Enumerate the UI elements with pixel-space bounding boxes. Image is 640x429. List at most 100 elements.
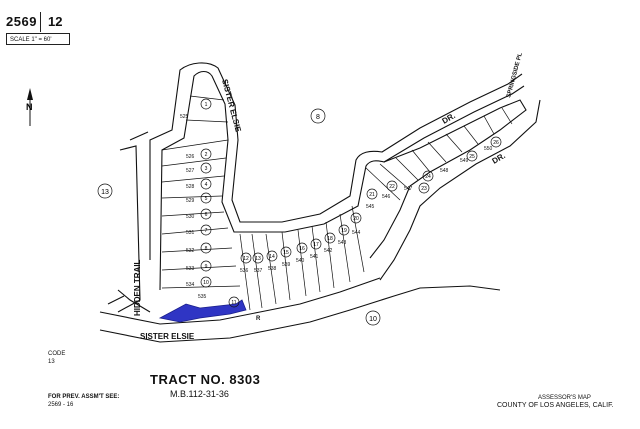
scale-label: SCALE 1" = 60' xyxy=(6,33,70,45)
svg-text:18: 18 xyxy=(327,236,333,242)
lot-number: 528 xyxy=(186,184,195,190)
previous-assessment-label: FOR PREV. ASSM'T SEE: xyxy=(48,394,120,400)
parcel-marker: 25 xyxy=(466,150,478,162)
svg-text:5: 5 xyxy=(205,196,208,202)
svg-text:8: 8 xyxy=(316,114,320,121)
svg-text:19: 19 xyxy=(341,228,347,234)
code-value: 13 xyxy=(48,359,55,365)
code-label: CODE xyxy=(48,351,66,357)
parcel-marker: 19 xyxy=(338,224,350,236)
highlighted-parcel xyxy=(158,299,247,323)
neighbor-marker-top: 8 xyxy=(310,108,326,124)
svg-text:20: 20 xyxy=(353,216,359,222)
parcel-marker: 17 xyxy=(310,238,322,250)
neighbor-markers: 13 8 10 xyxy=(97,108,381,326)
lot-number: 550 xyxy=(484,146,493,152)
parcel-marker: 2 xyxy=(200,148,212,160)
lot-number: 532 xyxy=(186,248,195,254)
svg-text:24: 24 xyxy=(425,174,431,180)
svg-text:10: 10 xyxy=(369,316,377,323)
neighbor-marker-bottom: 10 xyxy=(365,310,381,326)
parcel-marker: 22 xyxy=(386,180,398,192)
lot-number: 548 xyxy=(440,168,449,174)
parcel-marker: 20 xyxy=(350,212,362,224)
lot-number: 525 xyxy=(180,114,189,120)
svg-text:7: 7 xyxy=(205,228,208,234)
county-label: COUNTY OF LOS ANGELES, CALIF. xyxy=(497,402,614,409)
svg-text:22: 22 xyxy=(389,184,395,190)
svg-text:26: 26 xyxy=(493,140,499,146)
parcel-marker: 1 xyxy=(200,98,212,110)
previous-assessment-value: 2569 - 16 xyxy=(48,402,74,408)
svg-text:8: 8 xyxy=(205,246,208,252)
lot-number: 526 xyxy=(186,154,195,160)
lot-number: 538 xyxy=(268,266,277,272)
svg-text:3: 3 xyxy=(205,166,208,172)
svg-text:21: 21 xyxy=(369,192,375,198)
road-outlines xyxy=(99,62,541,343)
lot-number: 547 xyxy=(404,186,413,192)
street-label-suffix: R xyxy=(256,316,261,322)
lot-number: 535 xyxy=(198,294,207,300)
parcel-marker: 26 xyxy=(490,136,502,148)
street-label-sister-elsie-vertical: SISTER ELSIE xyxy=(220,78,243,133)
parcel-marker: 23 xyxy=(418,182,430,194)
svg-text:13: 13 xyxy=(255,256,261,262)
parcel-marker: 8 xyxy=(200,242,212,254)
svg-text:6: 6 xyxy=(205,212,208,218)
street-label-dr-top: DR. xyxy=(441,111,457,126)
street-label-hidden-trail: HIDDEN TRAIL xyxy=(133,259,142,316)
neighbor-marker-left: 13 xyxy=(97,183,113,199)
lot-number: 545 xyxy=(366,204,375,210)
lot-number: 541 xyxy=(310,254,319,260)
parcel-marker: 4 xyxy=(200,178,212,190)
parcel-marker: 9 xyxy=(200,260,212,272)
svg-text:10: 10 xyxy=(203,280,209,286)
lot-number: 543 xyxy=(338,240,347,246)
street-labels: SISTER ELSIE R SISTER ELSIE HIDDEN TRAIL… xyxy=(133,52,524,341)
north-arrow-icon: N xyxy=(26,88,33,126)
lot-number: 544 xyxy=(352,230,361,236)
street-label-dr-right: DR. xyxy=(491,151,507,166)
svg-text:4: 4 xyxy=(205,182,208,188)
street-label-sister-elsie: SISTER ELSIE xyxy=(140,332,195,341)
parcel-markers: 1 2 3 4 5 6 7 8 9 10 11 12 13 14 15 16 1… xyxy=(200,98,502,308)
svg-text:11: 11 xyxy=(231,300,236,306)
lot-number: 549 xyxy=(460,158,469,164)
parcel-marker: 16 xyxy=(296,242,308,254)
parcel-marker: 18 xyxy=(324,232,336,244)
parcel-marker: 3 xyxy=(200,162,212,174)
parcel-marker: 24 xyxy=(422,170,434,182)
parcel-marker: 15 xyxy=(280,246,292,258)
lot-number: 527 xyxy=(186,168,195,174)
svg-text:13: 13 xyxy=(101,189,109,196)
svg-text:15: 15 xyxy=(283,250,289,256)
lot-numbers: 525 526 527 528 529 530 531 532 533 534 … xyxy=(180,114,493,300)
parcel-marker: 7 xyxy=(200,224,212,236)
assessor-map-label: ASSESSOR'S MAP xyxy=(538,395,591,401)
lot-number: 537 xyxy=(254,268,263,274)
parcel-marker: 11 xyxy=(228,296,240,308)
map-book-number: 2569 xyxy=(6,14,37,29)
lot-number: 534 xyxy=(186,282,195,288)
header-divider xyxy=(40,12,41,32)
svg-text:23: 23 xyxy=(421,186,427,192)
svg-text:16: 16 xyxy=(299,246,305,252)
parcel-marker: 13 xyxy=(252,252,264,264)
svg-text:9: 9 xyxy=(205,264,208,270)
lot-number: 539 xyxy=(282,262,291,268)
parcel-marker: 12 xyxy=(240,252,252,264)
lot-number: 533 xyxy=(186,266,195,272)
map-page-number: 12 xyxy=(48,14,63,29)
svg-text:12: 12 xyxy=(243,256,249,262)
parcel-marker: 21 xyxy=(366,188,378,200)
svg-text:N: N xyxy=(26,102,33,112)
parcel-marker: 6 xyxy=(200,208,212,220)
svg-text:2: 2 xyxy=(205,152,208,158)
svg-text:1: 1 xyxy=(205,102,208,108)
lot-number: 531 xyxy=(186,230,195,236)
parcel-marker: 14 xyxy=(266,250,278,262)
lot-number: 536 xyxy=(240,268,249,274)
lot-number: 540 xyxy=(296,258,305,264)
